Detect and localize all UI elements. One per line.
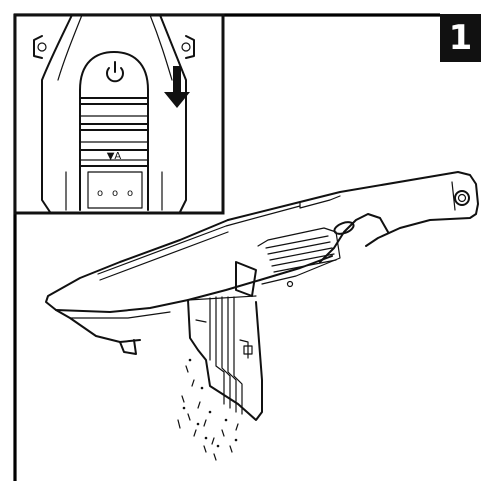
indicator-dots: o o o	[97, 188, 133, 199]
indicator-dot: o	[97, 188, 103, 199]
power-icon	[106, 61, 124, 83]
indicator-dot: o	[127, 188, 133, 199]
debris-particles	[177, 358, 239, 461]
handheld-vacuum	[45, 171, 479, 355]
inset-detail	[13, 13, 225, 215]
indicator-dot: o	[112, 188, 118, 199]
arrow-down-icon	[164, 66, 190, 108]
mode-label: ▼A	[107, 151, 122, 162]
step-number-badge: 1	[440, 14, 481, 62]
dust-bin	[187, 295, 263, 421]
